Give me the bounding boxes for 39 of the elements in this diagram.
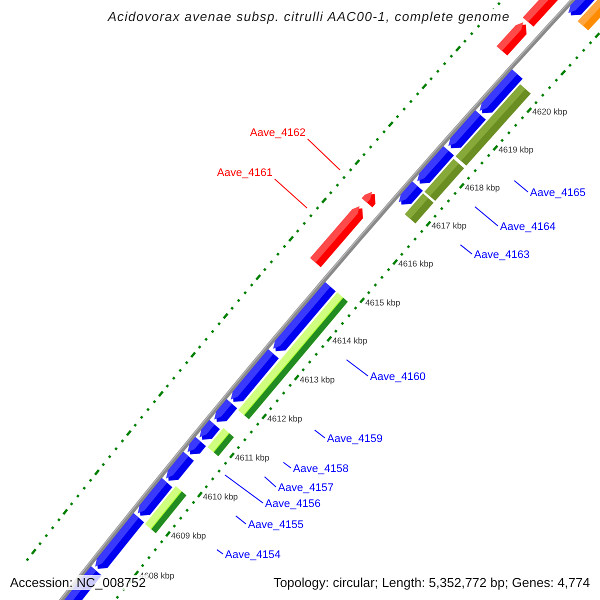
scale-label: 4618 kbp [464, 182, 500, 193]
leader-line [307, 138, 340, 170]
scale-label: 4609 kbp [171, 530, 206, 541]
gene-label: Aave_4160 [370, 371, 426, 384]
genome-title: Acidovorax avenae subsp. citrulli AAC00-1, complete genome [106, 9, 512, 24]
gene-label: Aave_4159 [327, 433, 383, 446]
gene-label: Aave_4158 [293, 463, 349, 476]
leader-line [274, 178, 308, 208]
gene-label: Aave_4154 [225, 549, 281, 562]
leader-line [514, 180, 528, 192]
scale-label: 4612 kbp [267, 413, 302, 424]
gene-label: Aave_4164 [500, 221, 556, 234]
scale-label: 4615 kbp [365, 297, 400, 308]
gene-label: Aave_4157 [278, 482, 334, 495]
gene-label: Aave_4163 [474, 249, 530, 262]
scale-label: 4617 kbp [431, 220, 466, 231]
leader-line [460, 244, 472, 254]
leader-line [264, 476, 276, 488]
scale-label: 4620 kbp [532, 106, 568, 117]
genome-info-text: Topology: circular; Length: 5,352,772 bp; Genes: 4,774 [271, 575, 592, 590]
leader-line [314, 430, 326, 438]
scale-label: 4616 kbp [398, 258, 434, 269]
leader-line [346, 359, 368, 376]
gene-label: Aave_4156 [265, 498, 321, 511]
gene-label: Aave_4161 [217, 167, 273, 180]
scale-label: 4614 kbp [332, 336, 368, 346]
leader-line [224, 474, 264, 504]
scale-label: 4619 kbp [498, 144, 534, 155]
scale-label: 4610 kbp [202, 491, 238, 502]
scale-label: 4611 kbp [235, 452, 270, 462]
gene-label: Aave_4155 [248, 519, 304, 532]
gene-label: Aave_4165 [530, 187, 586, 200]
scale-label: 4613 kbp [300, 374, 335, 384]
gene-label: Aave_4162 [250, 127, 306, 140]
leader-line [235, 515, 246, 524]
leader-line [474, 206, 498, 226]
scale-label: 4608 kbp [139, 570, 174, 580]
leader-line [216, 549, 224, 554]
leader-line [282, 462, 292, 468]
